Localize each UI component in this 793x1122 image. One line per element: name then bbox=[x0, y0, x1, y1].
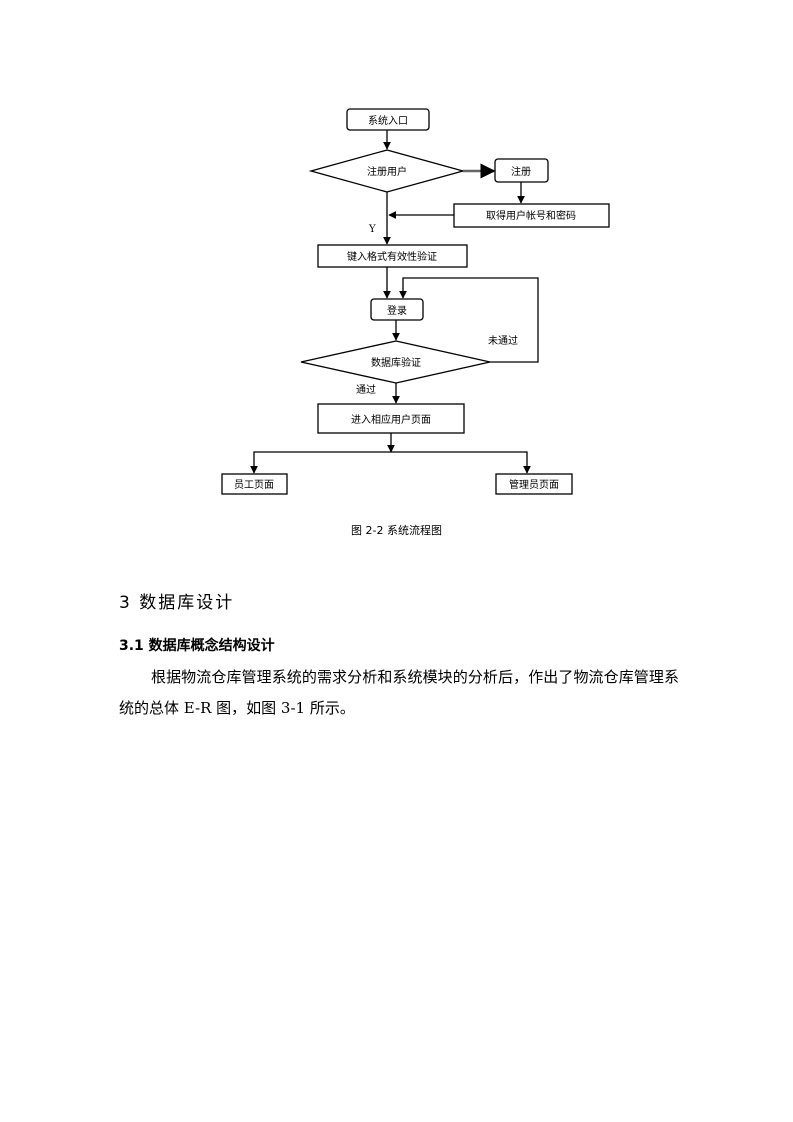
section-heading: 3 数据库设计 bbox=[119, 593, 235, 613]
figure-caption: 图 2-2 系统流程图 bbox=[351, 524, 442, 537]
edge-branch-worker bbox=[250, 451, 391, 474]
edge-label-passed: 通过 bbox=[356, 383, 376, 396]
label-enter-page: 进入相应用户页面 bbox=[351, 413, 431, 426]
flowchart-svg: 系统入口 注册用户 注册 取得用户帐号和密码 键入格式有效性验证 登录 数据库验… bbox=[221, 108, 610, 495]
label-db-validate: 数据库验证 bbox=[371, 356, 421, 369]
label-worker-page: 员工页面 bbox=[234, 479, 274, 491]
edge-not-passed-loop bbox=[399, 277, 539, 363]
subsection-heading: 3.1 数据库概念结构设计 bbox=[119, 638, 275, 654]
label-entry: 系统入口 bbox=[368, 114, 408, 127]
label-register-user: 注册用户 bbox=[367, 165, 407, 178]
label-input-validate: 键入格式有效性验证 bbox=[347, 250, 437, 263]
node-admin-page-box bbox=[495, 473, 573, 495]
edge-branch-admin bbox=[391, 451, 531, 474]
label-login: 登录 bbox=[387, 304, 407, 317]
system-flowchart: 系统入口 注册用户 注册 取得用户帐号和密码 键入格式有效性验证 登录 数据库验… bbox=[0, 0, 793, 520]
body-paragraph: 根据物流仓库管理系统的需求分析和系统模块的分析后，作出了物流仓库管理系统的总体 … bbox=[119, 668, 679, 717]
label-admin-page: 管理员页面 bbox=[509, 478, 559, 491]
label-register: 注册 bbox=[511, 165, 531, 178]
node-enter-page-box bbox=[317, 403, 465, 434]
edge-label-yes: Y bbox=[368, 224, 376, 235]
node-input-validate-box bbox=[317, 244, 468, 268]
node-entry-box bbox=[346, 108, 430, 131]
edge-label-not-passed: 未通过 bbox=[488, 334, 518, 347]
label-get-account: 取得用户帐号和密码 bbox=[486, 209, 576, 222]
node-worker-page-box bbox=[221, 473, 288, 495]
node-login-box bbox=[370, 298, 424, 321]
